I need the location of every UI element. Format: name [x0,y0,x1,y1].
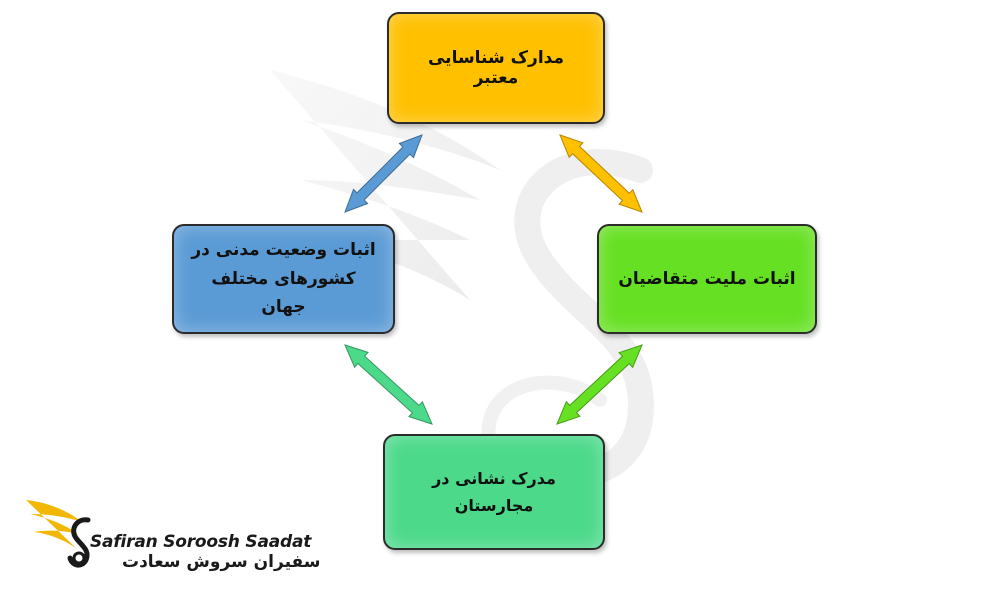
double-arrow-right-bottom [556,344,643,425]
node-label: اثبات وضعیت مدنی در کشورهای مختلف جهان [191,239,376,318]
arrows-layer [344,134,643,425]
node-valid-id-documents: مدارک شناسایی معتبر [387,12,605,124]
node-label: اثبات ملیت متقاضیان [618,269,796,289]
wing-logo-icon [26,500,91,568]
logo-name-english: Safiran Soroosh Saadat [90,532,312,552]
logo-name-persian: سفیران سروش سعادت [122,552,321,572]
double-arrow-top-right [559,134,643,213]
double-arrow-left-bottom [344,344,433,425]
company-logo: Safiran Soroosh Saadat سفیران سروش سعادت [24,494,320,584]
node-label: مدرک نشانی در مجارستان [432,468,556,515]
node-label: مدارک شناسایی معتبر [427,48,564,88]
node-nationality-proof: اثبات ملیت متقاضیان [597,224,817,334]
double-arrow-top-left [344,134,423,213]
node-civil-status-proof: اثبات وضعیت مدنی در کشورهای مختلف جهان [172,224,395,334]
node-address-in-hungary: مدرک نشانی در مجارستان [383,434,605,550]
